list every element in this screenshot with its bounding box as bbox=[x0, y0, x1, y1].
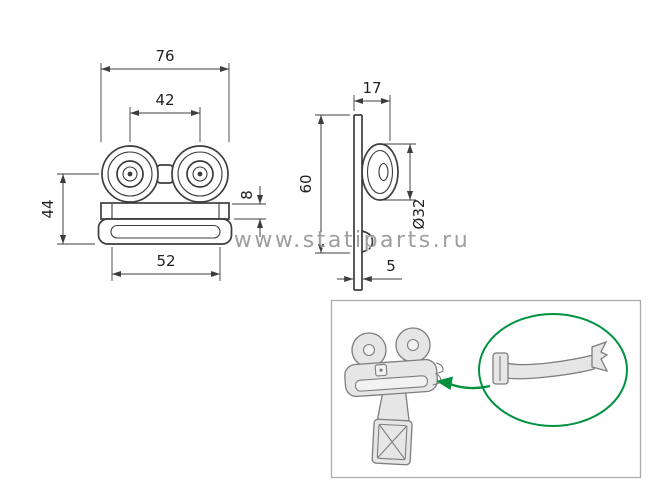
connector-fork-end bbox=[591, 340, 609, 372]
dim-front-wheel-spacing: 42 bbox=[129, 91, 201, 142]
detail-box bbox=[330, 299, 642, 479]
dim-front-slot-width: 52 bbox=[111, 247, 221, 281]
front-center-block bbox=[156, 164, 174, 184]
trolley-illustration bbox=[344, 327, 444, 466]
front-view: 76 42 44 8 52 bbox=[39, 47, 266, 281]
dim-side-strap-thickness-label: 5 bbox=[386, 257, 396, 275]
detail-highlight-circle bbox=[478, 313, 628, 427]
dim-front-plate-height-label: 8 bbox=[238, 190, 256, 200]
side-roller bbox=[361, 143, 399, 201]
dim-side-body-height-label: 60 bbox=[297, 174, 315, 193]
dim-side-wheel-diameter-label: Ø32 bbox=[410, 199, 428, 230]
dim-front-plate-height: 8 bbox=[232, 186, 266, 237]
trolley-wheels bbox=[351, 327, 431, 368]
watermark: www.statiparts.ru www.statiparts.ru bbox=[234, 228, 471, 254]
front-right-wheel bbox=[171, 145, 229, 203]
dim-side-body-height: 60 bbox=[297, 114, 350, 254]
detail-arrow-head bbox=[436, 376, 453, 390]
dim-side-head-width-label: 17 bbox=[362, 79, 381, 97]
connector-part bbox=[492, 340, 609, 385]
dim-front-wheel-spacing-label: 42 bbox=[155, 91, 174, 109]
dim-side-head-width: 17 bbox=[353, 79, 391, 141]
dim-front-overall-height-label: 44 bbox=[39, 199, 57, 218]
dim-front-overall-width-label: 76 bbox=[155, 47, 174, 65]
dim-side-strap-thickness: 5 bbox=[337, 257, 402, 283]
front-pocket-slot bbox=[110, 224, 221, 239]
dim-side-wheel-diameter: Ø32 bbox=[383, 143, 428, 230]
detail-arrow bbox=[436, 376, 491, 390]
watermark-highlight-text: www.statiparts.ru bbox=[235, 229, 471, 254]
dim-front-overall-height: 44 bbox=[39, 173, 99, 245]
dim-front-slot-width-label: 52 bbox=[156, 252, 175, 270]
side-bracket-lug bbox=[361, 230, 374, 253]
front-plate bbox=[100, 202, 230, 220]
dim-front-overall-width: 76 bbox=[100, 47, 230, 142]
trolley-body bbox=[344, 358, 444, 398]
front-left-wheel bbox=[101, 145, 159, 203]
watermark-text: www.statiparts.ru bbox=[234, 228, 470, 253]
side-view: 17 60 Ø32 5 bbox=[297, 79, 428, 291]
